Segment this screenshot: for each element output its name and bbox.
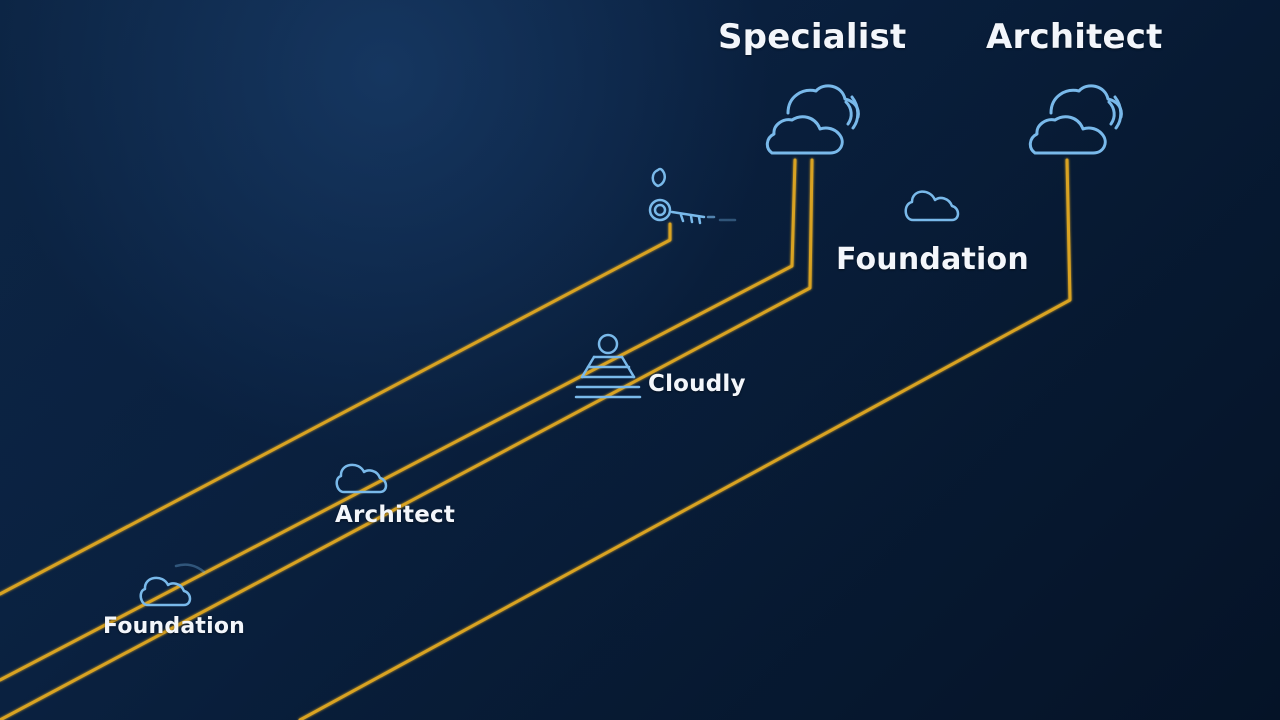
path-line-architect: [298, 158, 1072, 720]
label-specialist: Specialist: [718, 17, 907, 57]
label-foundation-right: Foundation: [836, 242, 1029, 277]
path-line-specialist-a: [0, 158, 797, 682]
path-line-specialist-b: [0, 158, 814, 720]
search-key-icon: [648, 167, 737, 225]
cloud-icon: [1028, 84, 1123, 155]
cloud-icon: [765, 84, 860, 155]
label-cloudly: Cloudly: [648, 371, 746, 397]
label-architect-mid: Architect: [335, 502, 456, 528]
label-foundation-bottom: Foundation: [103, 614, 246, 639]
cloud-icon: [139, 563, 206, 607]
cloud-icon: [335, 463, 388, 494]
label-architect-top: Architect: [986, 17, 1163, 57]
stacked-server-icon: [574, 333, 642, 399]
path-line-left: [0, 222, 672, 596]
cloud-icon: [904, 190, 960, 222]
